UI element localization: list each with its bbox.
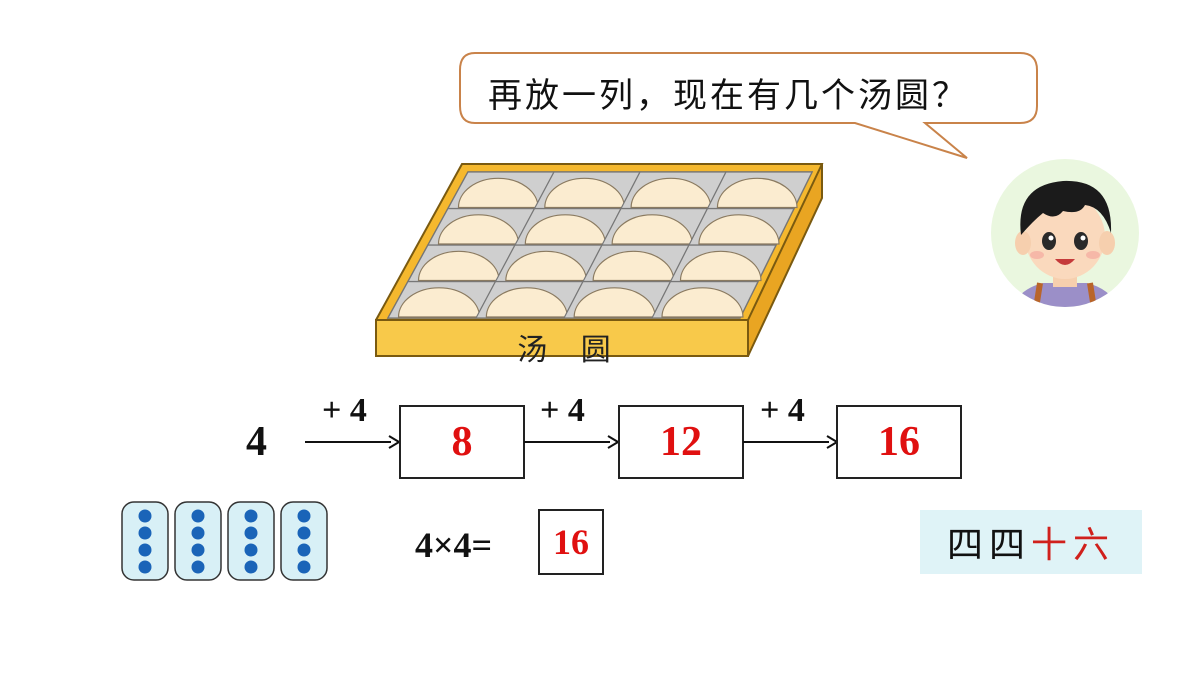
- rhyme-part-red: 十六: [1031, 525, 1116, 566]
- tangyuan-ball: [698, 214, 780, 245]
- dot: [244, 543, 258, 557]
- rhyme-part-black: 四四: [946, 525, 1031, 566]
- multiplication-rhyme: 四四十六: [920, 510, 1142, 574]
- step-2-result-box: 12: [618, 405, 744, 479]
- boy-avatar-icon: [991, 159, 1139, 307]
- tangyuan-ball: [457, 177, 539, 209]
- dot: [191, 560, 205, 574]
- dot: [244, 509, 258, 523]
- dot-card: [121, 501, 169, 581]
- step-3-operation: + 4: [760, 392, 805, 429]
- dot: [297, 560, 311, 574]
- dot: [138, 560, 152, 574]
- dot: [244, 526, 258, 540]
- arrow-1: [305, 435, 400, 449]
- tangyuan-ball: [524, 214, 606, 245]
- dot: [244, 560, 258, 574]
- tangyuan-ball: [397, 287, 481, 318]
- tangyuan-ball: [611, 214, 693, 245]
- dot-cards: [121, 501, 328, 581]
- dot: [297, 509, 311, 523]
- tangyuan-ball: [505, 250, 587, 282]
- sequence-start-number: 4: [246, 419, 267, 465]
- multiplication-equation: 4×4=: [415, 525, 493, 565]
- tangyuan-ball: [437, 214, 520, 245]
- dot: [297, 543, 311, 557]
- step-1-operation: + 4: [322, 392, 367, 429]
- dot: [138, 509, 152, 523]
- step-2-operation: + 4: [540, 392, 585, 429]
- tangyuan-ball: [417, 250, 500, 282]
- tangyuan-ball: [485, 287, 568, 318]
- tangyuan-ball: [544, 177, 625, 209]
- tangyuan-ball: [592, 250, 675, 282]
- arrow-3: [743, 435, 838, 449]
- dot: [297, 526, 311, 540]
- dot-card: [227, 501, 275, 581]
- tray-cells: [386, 171, 813, 319]
- bubble-question: 再放一列，现在有几个汤圆？: [488, 76, 969, 116]
- equation-answer-box: 16: [538, 509, 604, 575]
- step-1-result-box: 8: [399, 405, 525, 479]
- tangyuan-ball: [630, 177, 712, 209]
- dot-card: [280, 501, 328, 581]
- tangyuan-tray: [375, 163, 824, 357]
- dot: [138, 526, 152, 540]
- speech-bubble: [459, 52, 1038, 159]
- tangyuan-ball: [573, 287, 656, 318]
- dot: [138, 543, 152, 557]
- step-3-result-box: 16: [836, 405, 962, 479]
- arrow-2: [524, 435, 619, 449]
- dot-card: [174, 501, 222, 581]
- tray-label: 汤 圆: [517, 333, 623, 368]
- tangyuan-ball: [716, 177, 798, 209]
- dot: [191, 526, 205, 540]
- dot: [191, 509, 205, 523]
- tangyuan-ball: [661, 287, 744, 318]
- dot: [191, 543, 205, 557]
- tangyuan-ball: [679, 250, 762, 282]
